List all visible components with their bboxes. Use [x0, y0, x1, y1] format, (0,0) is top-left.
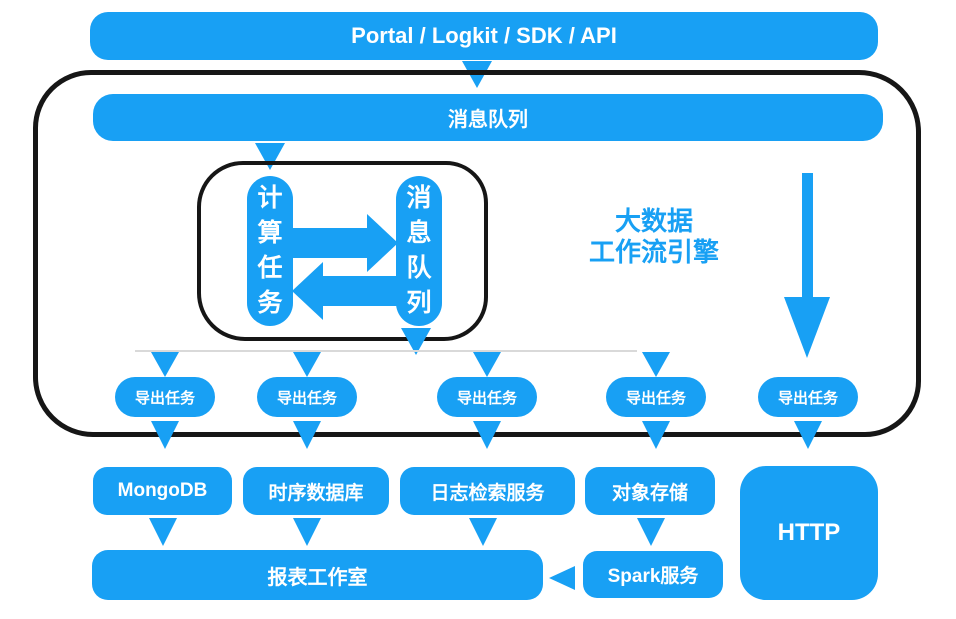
log-search-service-node: 日志检索服务 — [400, 467, 575, 515]
arrow-down-icon — [149, 518, 177, 546]
log-search-service-label: 日志检索服务 — [430, 482, 545, 504]
http-node: HTTP — [740, 466, 878, 600]
arrow-down-icon — [255, 143, 285, 170]
compute-task-node: 计 算 任 务 — [247, 176, 293, 326]
mongodb-label: MongoDB — [117, 480, 208, 501]
export-task-label: 导出任务 — [777, 389, 838, 407]
long-down-arrow-icon — [784, 297, 830, 358]
arrow-down-icon — [473, 352, 501, 377]
arrow-down-icon — [794, 421, 822, 449]
mongodb-node: MongoDB — [93, 467, 232, 515]
loop-mq-char: 队 — [406, 254, 432, 282]
export-task-label: 导出任务 — [456, 389, 517, 407]
portal-logkit-sdk-api-bar: Portal / Logkit / SDK / API — [90, 12, 878, 60]
arrow-down-icon — [151, 352, 179, 377]
export-task-node: 导出任务 — [437, 377, 537, 417]
arrow-left-icon — [292, 262, 323, 320]
loop-mq-char: 息 — [406, 219, 432, 247]
engine-title-line2: 工作流引擎 — [588, 237, 719, 267]
export-task-label: 导出任务 — [625, 389, 686, 407]
arrow-left-icon — [549, 566, 575, 590]
export-task-node: 导出任务 — [115, 377, 215, 417]
compute-loop-boundary — [197, 161, 488, 341]
arrow-down-icon — [642, 421, 670, 449]
engine-title: 大数据 工作流引擎 — [565, 206, 743, 268]
distribution-line — [135, 350, 637, 352]
compute-task-char: 务 — [257, 289, 283, 317]
arrow-down-icon — [293, 352, 321, 377]
object-storage-node: 对象存储 — [585, 467, 715, 515]
time-series-db-node: 时序数据库 — [243, 467, 389, 515]
arrow-down-icon — [473, 421, 501, 449]
portal-bar-label: Portal / Logkit / SDK / API — [351, 23, 617, 48]
compute-task-char: 算 — [257, 219, 283, 247]
loop-message-queue-node: 消 息 队 列 — [396, 176, 442, 326]
report-studio-label: 报表工作室 — [267, 566, 368, 589]
export-task-node: 导出任务 — [758, 377, 858, 417]
message-queue-bar-label: 消息队列 — [448, 109, 528, 131]
export-task-label: 导出任务 — [276, 389, 337, 407]
loop-mq-char: 列 — [406, 289, 432, 317]
arrow-right-icon — [367, 214, 398, 272]
report-studio-node: 报表工作室 — [92, 550, 543, 600]
export-task-label: 导出任务 — [134, 389, 195, 407]
object-storage-label: 对象存储 — [611, 482, 688, 504]
spark-service-node: Spark服务 — [583, 551, 723, 598]
arrow-down-icon — [293, 421, 321, 449]
loop-mq-char: 消 — [406, 184, 432, 212]
compute-task-char: 任 — [257, 254, 283, 282]
spark-service-label: Spark服务 — [607, 566, 699, 587]
compute-task-char: 计 — [257, 184, 283, 212]
arrow-down-icon — [293, 518, 321, 546]
arrow-right-shaft — [293, 228, 367, 258]
http-label: HTTP — [777, 519, 841, 546]
message-queue-bar: 消息队列 — [93, 94, 883, 141]
arrow-down-icon — [637, 518, 665, 546]
engine-title-line1: 大数据 — [614, 206, 693, 236]
arrow-down-icon — [642, 352, 670, 377]
long-down-arrow-shaft — [802, 173, 813, 299]
time-series-db-label: 时序数据库 — [268, 482, 364, 504]
export-task-node: 导出任务 — [257, 377, 357, 417]
arrow-down-icon — [469, 518, 497, 546]
arrow-down-icon — [151, 421, 179, 449]
arrow-left-shaft — [323, 276, 397, 306]
export-task-node: 导出任务 — [606, 377, 706, 417]
